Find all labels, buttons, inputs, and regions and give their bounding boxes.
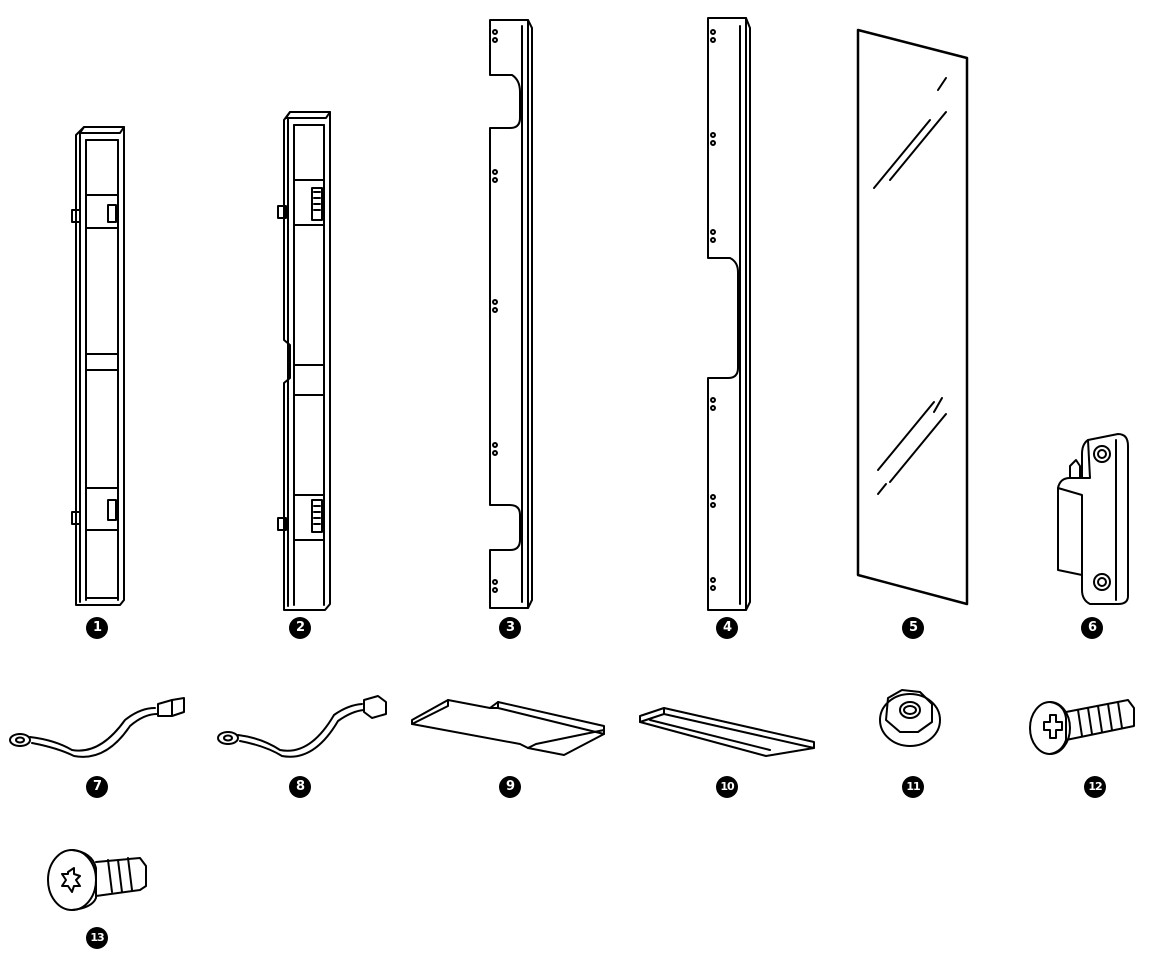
part-number-6: 6	[1081, 617, 1103, 639]
part-8-cable	[217, 695, 387, 758]
part-number-8: 8	[289, 776, 311, 798]
part-1-rail	[71, 126, 125, 606]
part-number-3: 3	[499, 617, 521, 639]
part-number-4: 4	[716, 617, 738, 639]
part-number-1: 1	[86, 617, 108, 639]
part-7-cable	[9, 697, 185, 758]
part-number-11: 11	[902, 776, 924, 798]
part-9-plate	[411, 699, 605, 756]
part-3-bracket	[489, 19, 533, 609]
part-number-7: 7	[86, 776, 108, 798]
part-13-screw	[47, 849, 147, 911]
part-number-13: 13	[86, 927, 108, 949]
part-number-2: 2	[289, 617, 311, 639]
part-12-screw	[1029, 699, 1135, 755]
part-4-bracket	[707, 17, 751, 611]
part-10-plate	[639, 707, 815, 757]
part-number-12: 12	[1084, 776, 1106, 798]
part-number-10: 10	[716, 776, 738, 798]
part-2-rail	[277, 111, 331, 611]
part-6-hinge	[1057, 433, 1129, 605]
part-number-5: 5	[902, 617, 924, 639]
part-number-9: 9	[499, 776, 521, 798]
part-11-nut	[879, 689, 941, 747]
part-5-glass	[856, 28, 969, 606]
